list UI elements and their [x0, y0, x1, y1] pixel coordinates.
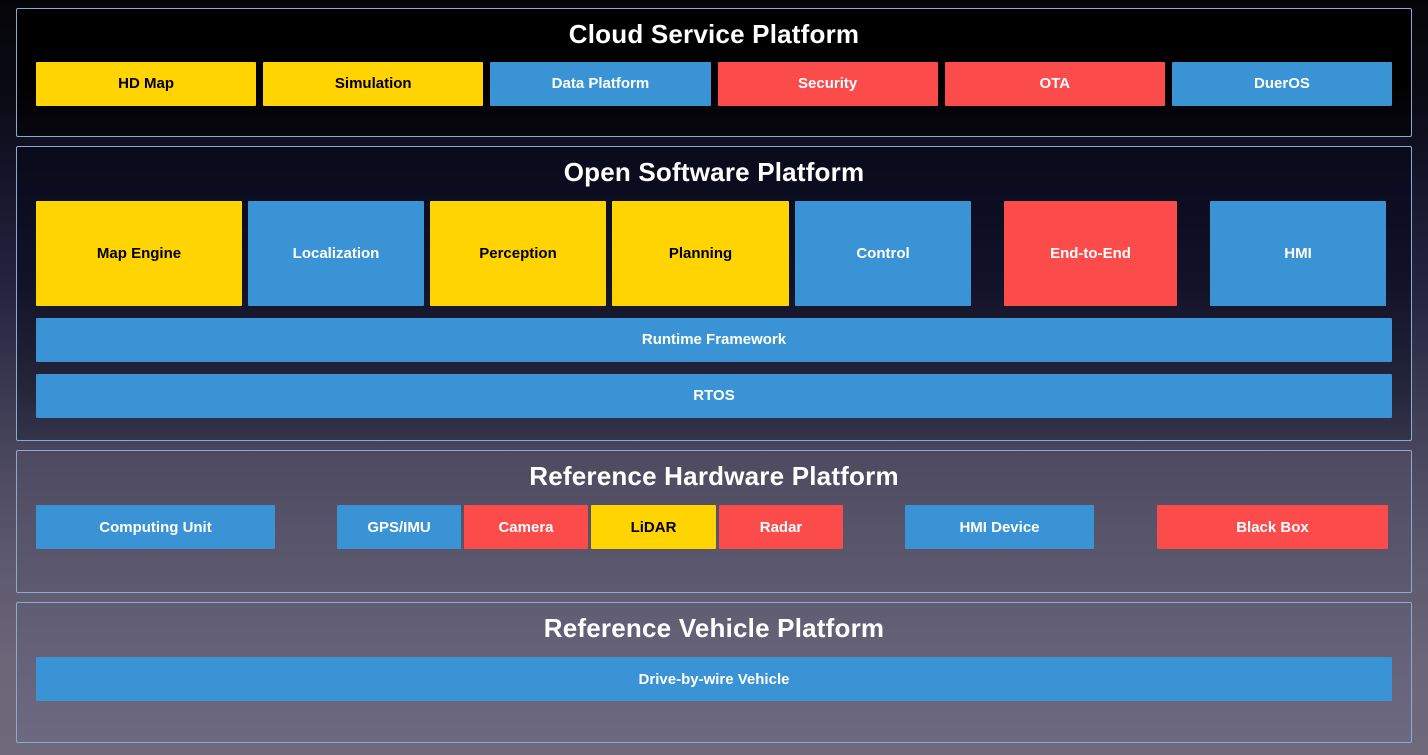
module-box-hd-map[interactable]: HD Map	[36, 62, 257, 106]
module-box-security[interactable]: Security	[717, 62, 938, 106]
module-box-perception[interactable]: Perception	[430, 200, 606, 306]
layer-open-software-platform: Open Software Platform Map Engine Locali…	[16, 145, 1412, 442]
module-box-rtos[interactable]: RTOS	[36, 373, 1392, 418]
software-module-row: Map Engine Localization Perception Plann…	[36, 200, 1392, 306]
layer-cloud-service-platform: Cloud Service Platform HD Map Simulation…	[16, 8, 1412, 137]
layer-reference-vehicle-platform: Reference Vehicle Platform Drive-by-wire…	[16, 602, 1412, 743]
layer-title-reference-vehicle-platform: Reference Vehicle Platform	[543, 613, 885, 644]
module-box-hmi-device[interactable]: HMI Device	[905, 505, 1094, 550]
module-box-black-box[interactable]: Black Box	[1157, 505, 1388, 550]
module-box-control[interactable]: Control	[795, 200, 971, 306]
module-box-gps-imu[interactable]: GPS/IMU	[337, 505, 461, 550]
module-box-runtime-framework[interactable]: Runtime Framework	[36, 317, 1392, 362]
module-box-lidar[interactable]: LiDAR	[591, 505, 716, 550]
layer-title-reference-hardware-platform: Reference Hardware Platform	[529, 461, 899, 492]
module-box-computing-unit[interactable]: Computing Unit	[36, 505, 275, 550]
hardware-module-row: Computing Unit GPS/IMU Camera LiDAR Rada…	[36, 505, 1392, 550]
module-box-hmi[interactable]: HMI	[1210, 200, 1386, 306]
module-box-data-platform[interactable]: Data Platform	[490, 62, 711, 106]
module-box-dueros[interactable]: DuerOS	[1171, 62, 1393, 106]
module-box-simulation[interactable]: Simulation	[263, 62, 484, 106]
module-box-planning[interactable]: Planning	[612, 200, 789, 306]
module-box-drive-by-wire-vehicle[interactable]: Drive-by-wire Vehicle	[36, 657, 1392, 702]
module-box-map-engine[interactable]: Map Engine	[36, 200, 242, 306]
module-box-end-to-end[interactable]: End-to-End	[1004, 200, 1177, 306]
module-box-localization[interactable]: Localization	[248, 200, 424, 306]
module-box-radar[interactable]: Radar	[719, 505, 843, 550]
layer-title-cloud-service-platform: Cloud Service Platform	[568, 19, 860, 49]
cloud-module-row: HD Map Simulation Data Platform Security…	[36, 62, 1393, 106]
layer-title-open-software-platform: Open Software Platform	[563, 156, 865, 187]
module-box-ota[interactable]: OTA	[944, 62, 1165, 106]
layer-reference-hardware-platform: Reference Hardware Platform Computing Un…	[16, 450, 1412, 594]
module-box-camera[interactable]: Camera	[464, 505, 588, 550]
